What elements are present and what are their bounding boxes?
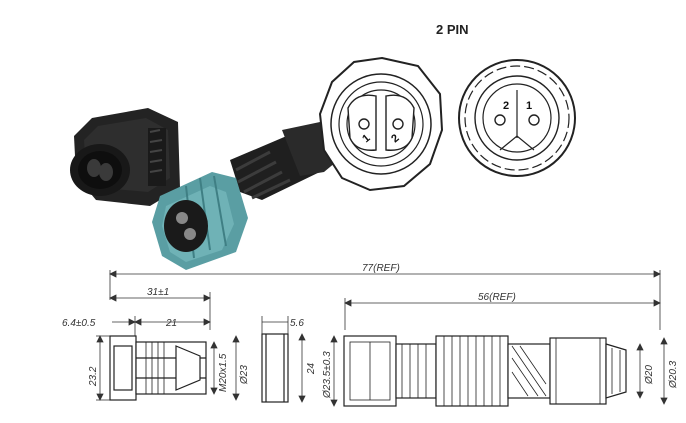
face-view-right: 2 1 bbox=[458, 59, 576, 177]
dim-nut-height bbox=[298, 333, 306, 403]
dim-nut-height-label: 24 bbox=[306, 362, 317, 375]
nut-side-view bbox=[261, 333, 289, 403]
dim-receptacle-depth-label: 31±1 bbox=[147, 287, 169, 298]
pin-label-1-right: 1 bbox=[526, 100, 532, 112]
dim-thread bbox=[210, 335, 240, 401]
plug-render bbox=[152, 122, 336, 270]
dim-plug-length bbox=[344, 298, 661, 330]
dim-cable-nut-dia bbox=[636, 337, 668, 405]
receptacle-side-view bbox=[109, 335, 207, 401]
pin-label-2-right: 2 bbox=[503, 100, 509, 112]
face-view-left: 1 2 bbox=[318, 56, 444, 192]
dim-receptacle-dia-label: Ø23 bbox=[239, 365, 250, 385]
dim-thread-label: M20x1.5 bbox=[218, 353, 229, 392]
dim-nut-thickness bbox=[261, 316, 289, 334]
dim-overall-length bbox=[109, 270, 661, 330]
dim-body-length-label: 21 bbox=[165, 318, 177, 329]
dim-flange-label: 6.4±0.5 bbox=[62, 318, 96, 329]
dim-plug-dia bbox=[330, 335, 338, 407]
pin-count-title: 2 PIN bbox=[436, 22, 469, 37]
dim-overall-length-label: 77(REF) bbox=[362, 263, 400, 274]
receptacle-render bbox=[70, 108, 180, 206]
dim-cable-end-dia-label: Ø20.3 bbox=[668, 360, 679, 389]
dim-flange bbox=[112, 316, 211, 336]
dim-nut-thickness-label: 5.6 bbox=[290, 318, 304, 329]
plug-side-view bbox=[343, 335, 627, 407]
dim-receptacle-height bbox=[96, 335, 110, 401]
dim-receptacle-depth bbox=[109, 292, 211, 330]
dim-cable-nut-dia-label: Ø20 bbox=[644, 365, 655, 385]
dim-receptacle-height-label: 23.2 bbox=[88, 366, 99, 387]
dim-plug-length-label: 56(REF) bbox=[478, 292, 516, 303]
dim-plug-dia-label: Ø23.5±0.3 bbox=[322, 351, 333, 399]
